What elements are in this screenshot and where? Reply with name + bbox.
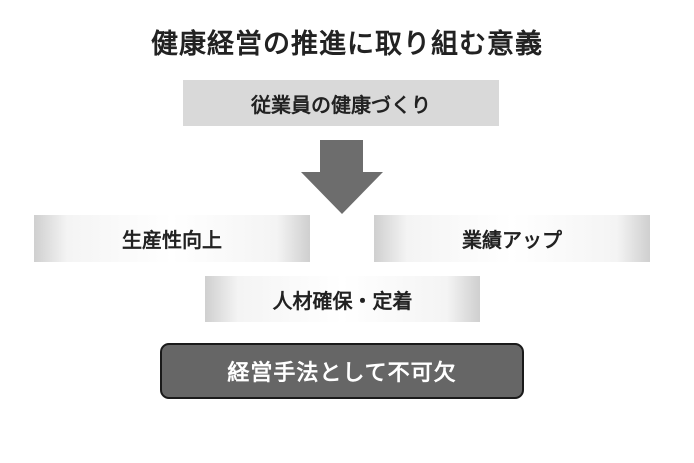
diagram-title: 健康経営の推進に取り組む意義 xyxy=(151,29,543,60)
down-arrow-icon xyxy=(301,140,383,214)
down-arrow-shape xyxy=(301,140,383,214)
conclusion-box: 経営手法として不可欠 xyxy=(160,343,524,399)
productivity-label: 生産性向上 xyxy=(122,228,222,252)
conclusion-label: 経営手法として不可欠 xyxy=(227,361,457,386)
talent-retention-box: 人材確保・定着 xyxy=(205,276,480,322)
performance-label: 業績アップ xyxy=(462,228,562,252)
productivity-box: 生産性向上 xyxy=(34,215,310,262)
performance-box: 業績アップ xyxy=(374,215,650,262)
talent-retention-label: 人材確保・定着 xyxy=(272,288,413,313)
health-promotion-label: 従業員の健康づくり xyxy=(251,92,431,117)
health-promotion-box: 従業員の健康づくり xyxy=(183,80,499,126)
